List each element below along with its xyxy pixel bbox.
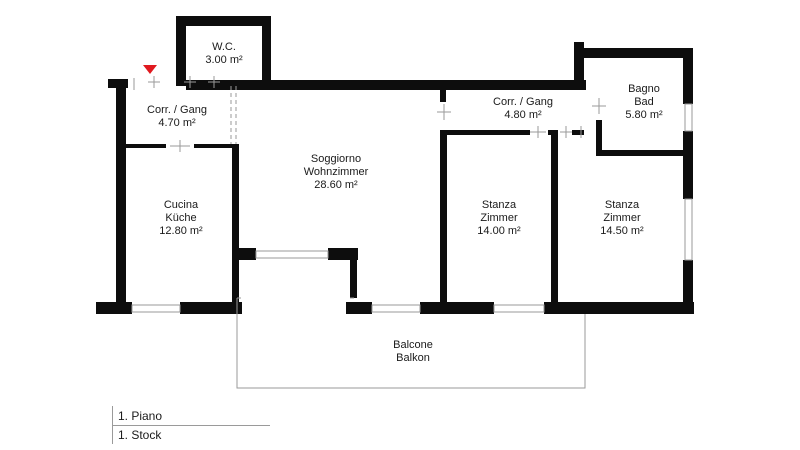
legend-floor-it: 1. Piano <box>118 409 162 423</box>
top-wall-mid <box>186 80 586 90</box>
room-label-living: Soggiorno Wohnzimmer 28.60 m² <box>304 153 369 192</box>
window-room2 <box>684 198 693 261</box>
room-name-it: Stanza <box>481 199 517 211</box>
wc-wall-top <box>176 16 271 26</box>
room-name-de: Zimmer <box>603 212 641 224</box>
bath-top-wall <box>576 48 693 58</box>
room-area: 28.60 m² <box>314 179 358 191</box>
room-name-it: Stanza <box>604 199 640 211</box>
living-notch-vert <box>350 248 357 298</box>
room-label-bedroom-1: Stanza Zimmer 14.00 m² <box>477 199 520 238</box>
right-wall-b <box>683 131 693 199</box>
room-name-de: Küche <box>165 212 197 224</box>
window-living <box>255 250 329 259</box>
room-divider <box>551 130 558 312</box>
window-bath <box>684 103 693 132</box>
corr-stub <box>440 90 446 102</box>
windows <box>131 103 693 313</box>
room-area: 4.70 m² <box>158 117 196 129</box>
room-label-kitchen: Cucina Küche 12.80 m² <box>159 199 202 238</box>
balcony-outline <box>236 297 586 389</box>
door-openings <box>133 76 606 152</box>
legend-floor-de: 1. Stock <box>118 428 161 442</box>
window-room1 <box>493 304 545 313</box>
walls <box>96 16 694 314</box>
bottom-wall-left-b <box>180 302 242 314</box>
bath-left-lower <box>596 120 602 156</box>
floor-label-de: 1. Stock <box>118 428 162 442</box>
room-name-it: Soggiorno <box>310 153 362 165</box>
room-area: 5.80 m² <box>625 109 663 121</box>
entrance-marker-icon <box>143 65 157 74</box>
room-name-it: Bagno <box>628 83 660 95</box>
bottom-wall-mid-a <box>346 302 372 314</box>
window-kitchen <box>131 304 181 313</box>
room-area: 14.00 m² <box>477 225 521 237</box>
bath-left-upper <box>574 42 584 90</box>
room-area: 12.80 m² <box>159 225 203 237</box>
bottom-wall-left-a <box>96 302 132 314</box>
room-name: W.C. <box>212 41 236 53</box>
window-living-bottom <box>371 304 421 313</box>
wc-wall-right <box>262 16 271 86</box>
room-name-de: Zimmer <box>480 212 518 224</box>
room-label-corridor-right: Corr. / Gang 4.80 m² <box>493 96 553 122</box>
room-name: Corr. / Gang <box>493 96 553 108</box>
room-area: 4.80 m² <box>504 109 542 121</box>
wc-wall-left <box>176 16 186 86</box>
room-label-bathroom: Bagno Bad 5.80 m² <box>625 83 662 122</box>
legend-divider-horizontal <box>112 425 270 426</box>
left-wall <box>116 79 126 314</box>
room-name-de: Bad <box>634 96 654 108</box>
balcony-edge <box>236 298 586 389</box>
kitchen-top-wall-a <box>126 144 166 148</box>
room-name-de: Wohnzimmer <box>303 166 369 178</box>
kitchen-living-wall <box>232 144 239 314</box>
room-name-it: Cucina <box>163 199 199 211</box>
room-label-corridor-left: Corr. / Gang 4.70 m² <box>147 104 207 130</box>
kitchen-top-wall-b <box>194 144 239 148</box>
room2-top <box>572 130 584 135</box>
room-name-it: Balcone <box>393 339 433 351</box>
room-area: 14.50 m² <box>600 225 644 237</box>
room-label-wc: W.C. 3.00 m² <box>205 41 242 67</box>
floor-label-it: 1. Piano <box>118 409 163 423</box>
room-label-bedroom-2: Stanza Zimmer 14.50 m² <box>600 199 643 238</box>
room-name-de: Balkon <box>396 352 430 364</box>
room-area: 3.00 m² <box>205 54 243 66</box>
bottom-wall-mid-b <box>420 302 494 314</box>
room-label-balcony: Balcone Balkon <box>393 339 433 365</box>
room-name: Corr. / Gang <box>147 104 207 116</box>
living-notch-left <box>232 248 256 260</box>
room1-top-a <box>440 130 530 135</box>
bath-bottom-wall <box>596 150 693 156</box>
right-wall-c <box>683 260 693 314</box>
right-wall-a <box>683 48 693 104</box>
bottom-wall-right <box>544 302 694 314</box>
room1-wall-left <box>440 130 447 312</box>
